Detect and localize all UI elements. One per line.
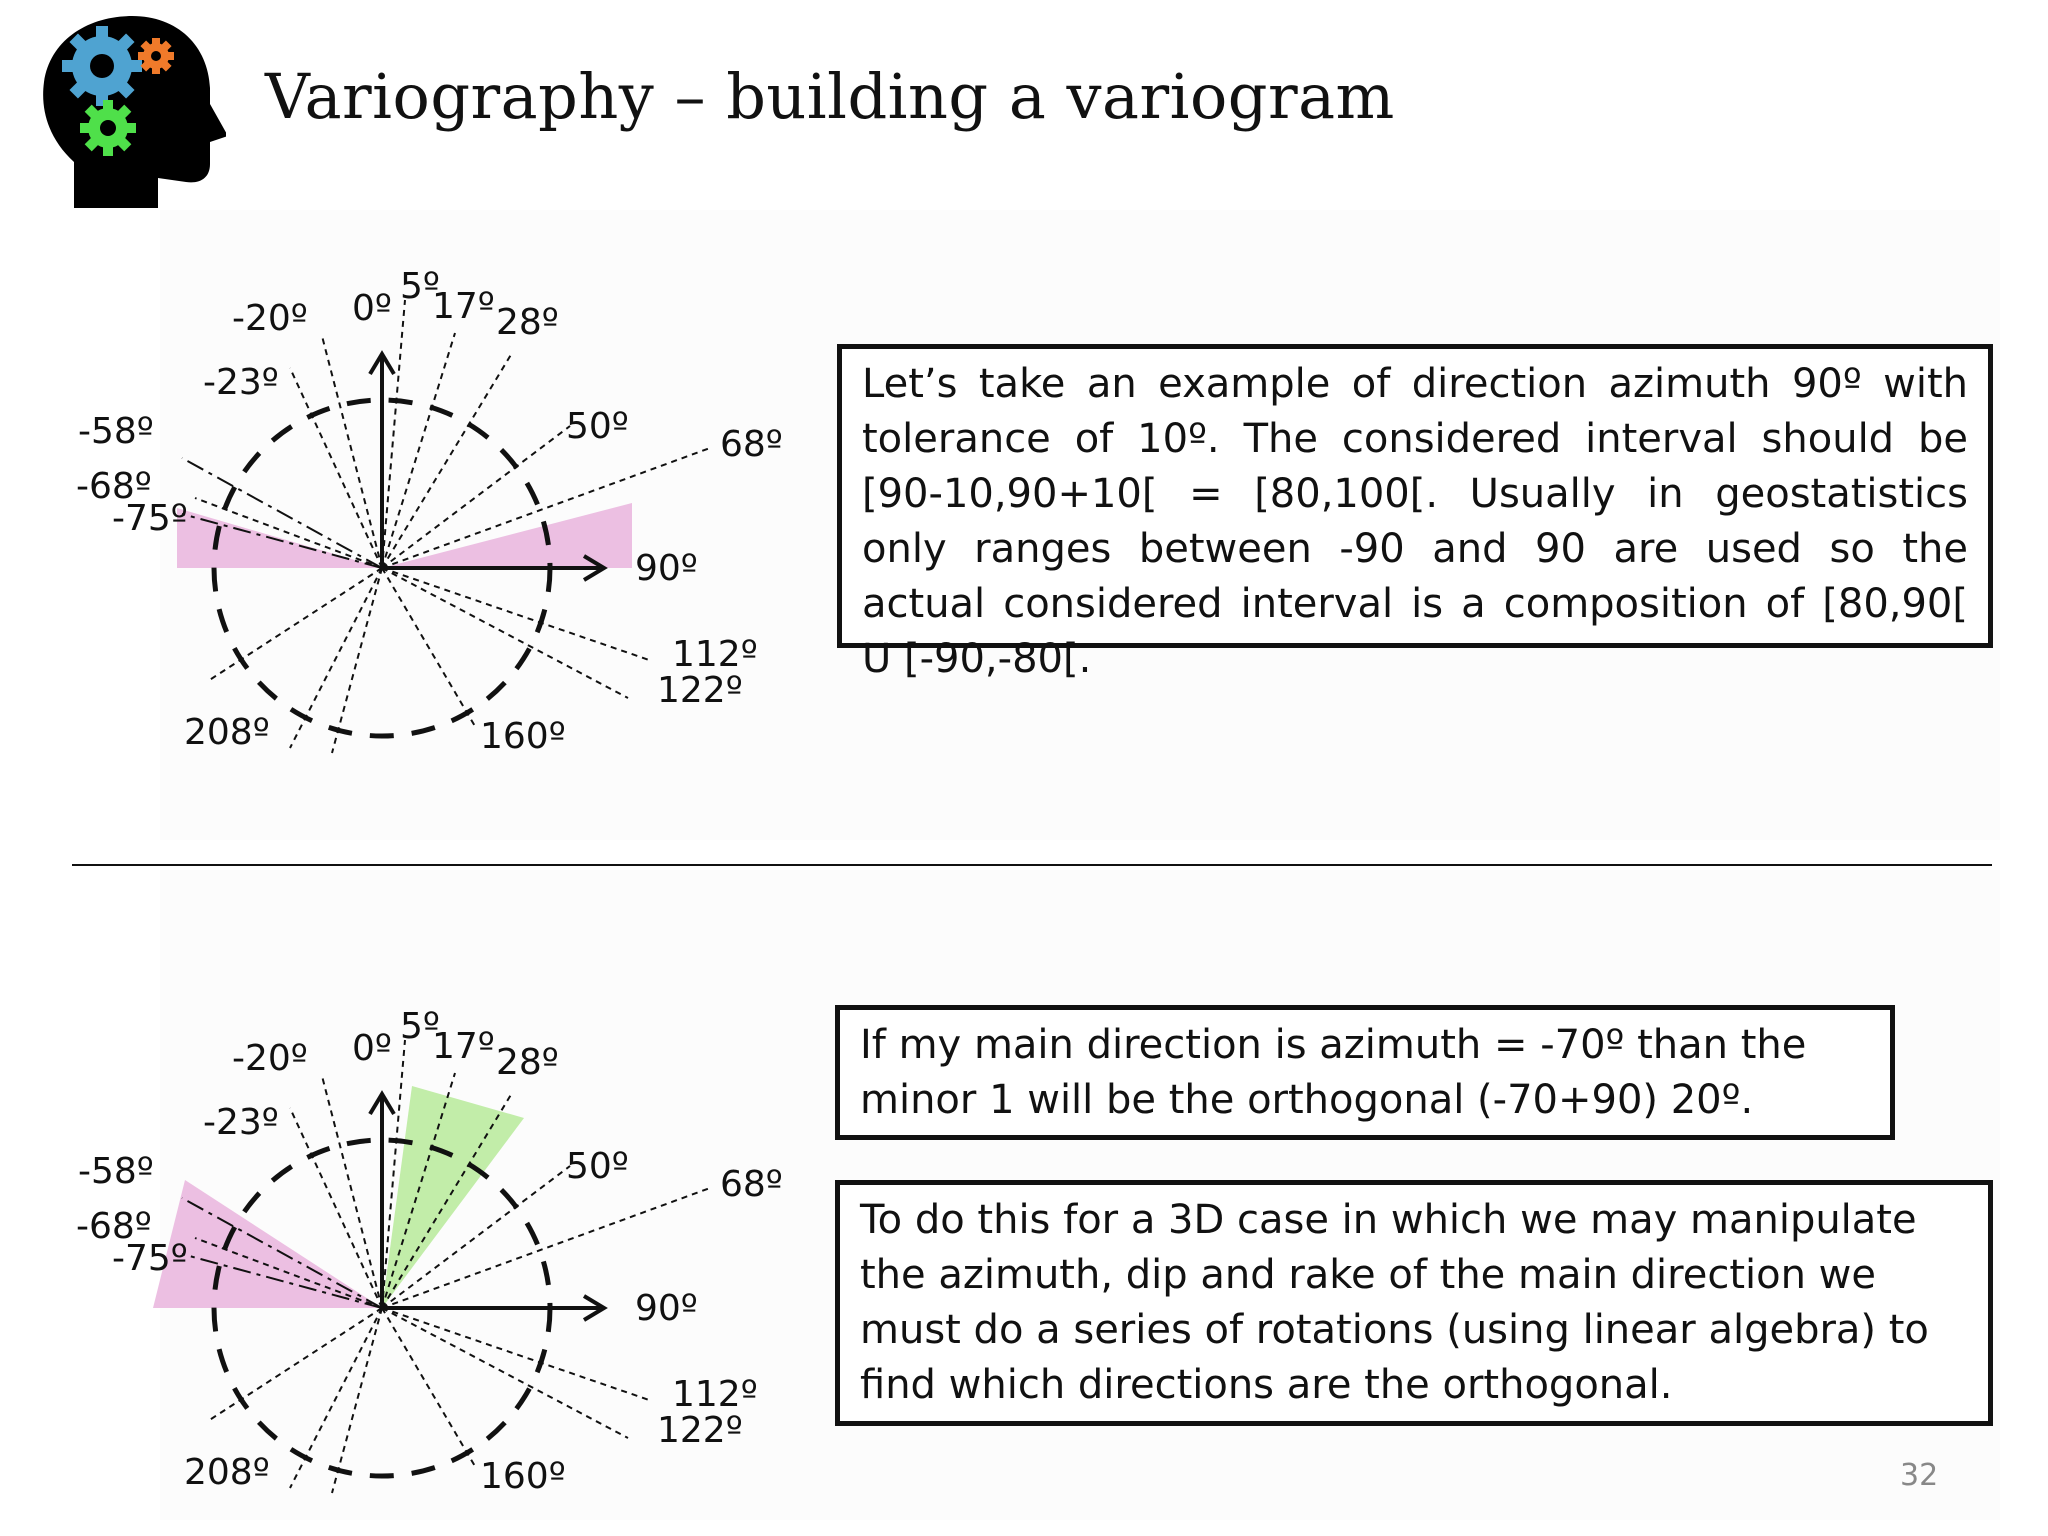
label-minus-23: -23º — [203, 1102, 279, 1143]
label-28: 28º — [496, 1042, 559, 1083]
label-208: 208º — [184, 712, 270, 753]
tolerance-wedge-west — [177, 508, 382, 568]
label-50: 50º — [566, 406, 629, 447]
label-minus-58: -58º — [78, 1151, 154, 1192]
blue-gear-icon — [62, 26, 142, 106]
label-minus-20: -20º — [232, 298, 308, 339]
north-axis-arrow — [368, 1090, 396, 1308]
label-208: 208º — [184, 1452, 270, 1493]
head-with-gears-icon — [36, 12, 229, 212]
east-axis-arrow — [382, 1294, 608, 1322]
page-number: 32 — [1900, 1458, 1939, 1493]
label-0: 0º — [352, 288, 392, 329]
label-minus-68: -68º — [76, 1206, 152, 1247]
label-17: 17º — [432, 286, 495, 327]
label-minus-68: -68º — [76, 466, 152, 507]
label-160: 160º — [480, 1456, 566, 1497]
label-160: 160º — [480, 716, 566, 757]
3d-rotation-note-box: To do this for a 3D case in which we may… — [835, 1180, 1993, 1426]
label-minus-75: -75º — [112, 1238, 188, 1279]
label-minus-23: -23º — [203, 362, 279, 403]
label-68: 68º — [720, 424, 783, 465]
label-122: 122º — [657, 670, 743, 711]
east-axis-arrow — [382, 554, 608, 582]
section-divider — [72, 864, 1992, 866]
direction-diagram-top: -20º 0º 5º 17º 28º -23º -58º 50º 68º -68… — [60, 258, 820, 782]
green-gear-icon — [80, 100, 136, 156]
minor-direction-note-box: If my main direction is azimuth = -70º t… — [835, 1005, 1895, 1140]
label-112: 112º — [672, 1374, 758, 1415]
label-0: 0º — [352, 1028, 392, 1069]
direction-diagram-bottom: -20º 0º 5º 17º 28º -23º -58º 50º 68º -68… — [60, 996, 820, 1520]
main-direction-wedge — [153, 1180, 382, 1308]
minor-direction-wedge — [382, 1086, 524, 1308]
label-68: 68º — [720, 1164, 783, 1205]
example-explanation-box: Let’s take an example of direction azimu… — [837, 344, 1993, 682]
label-50: 50º — [566, 1146, 629, 1187]
label-90: 90º — [635, 548, 698, 589]
label-122: 122º — [657, 1410, 743, 1451]
direction-lines — [194, 299, 711, 754]
label-90: 90º — [635, 1288, 698, 1329]
label-minus-75: -75º — [112, 498, 188, 539]
slide-title: Variography – building a variogram — [265, 60, 1395, 133]
label-minus-20: -20º — [232, 1038, 308, 1079]
label-28: 28º — [496, 302, 559, 343]
north-axis-arrow — [368, 350, 396, 568]
label-minus-58: -58º — [78, 411, 154, 452]
orange-gear-icon — [138, 38, 174, 74]
label-17: 17º — [432, 1026, 495, 1067]
label-112: 112º — [672, 634, 758, 675]
tolerance-wedge-east — [382, 503, 632, 568]
label-5: 5º — [400, 266, 440, 307]
direction-lines — [194, 1039, 711, 1494]
label-5: 5º — [400, 1006, 440, 1047]
